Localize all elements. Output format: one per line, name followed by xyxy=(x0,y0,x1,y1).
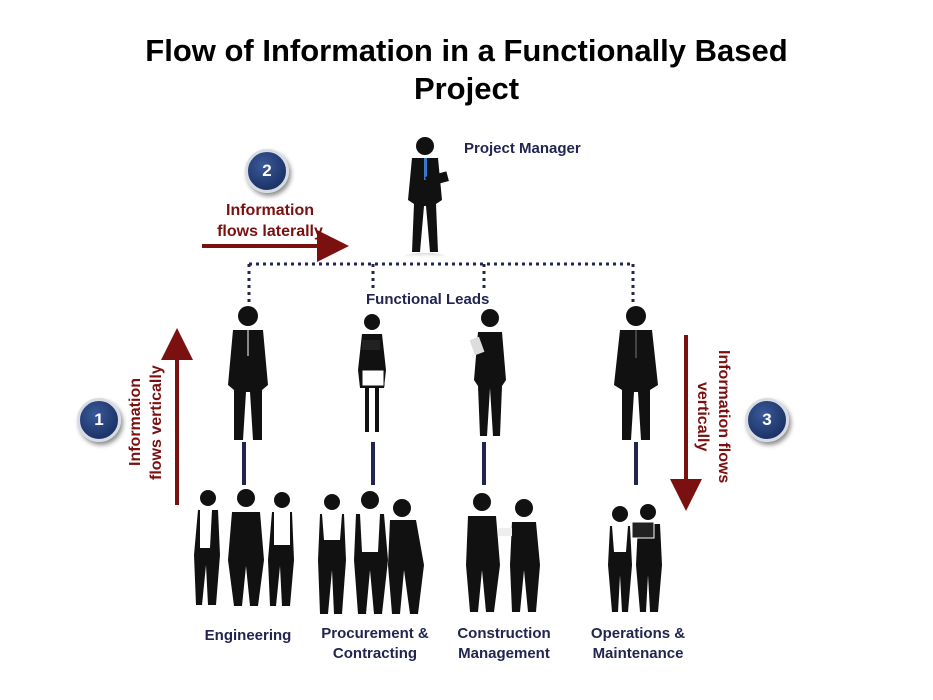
lead-construction-figure xyxy=(469,309,506,436)
team-operations-figures xyxy=(608,504,662,612)
solid-connectors xyxy=(242,442,638,485)
department-engineering-line-1: Engineering xyxy=(204,627,292,644)
team-engineering-figures xyxy=(194,489,294,606)
vertical-flow-right-line-1: Information flows xyxy=(715,350,732,484)
department-construction-line-1: Construction xyxy=(457,625,551,642)
department-operations-line-1: Operations & xyxy=(590,625,686,642)
step-badge-3: 3 xyxy=(745,398,789,442)
department-label-construction: Construction Management xyxy=(446,624,562,664)
project-manager-figure xyxy=(405,137,449,259)
team-construction-figures xyxy=(466,493,540,612)
lateral-flow-line-1: Information xyxy=(226,202,314,219)
functional-leads-label: Functional Leads xyxy=(366,291,490,308)
vertical-flow-label-right: Information flows vertically xyxy=(692,342,734,492)
vertical-flow-left-line-2: flows vertically xyxy=(148,365,165,480)
department-construction-line-2: Management xyxy=(458,645,550,662)
department-operations-line-2: Maintenance xyxy=(592,645,684,662)
department-procurement-line-2: Contracting xyxy=(332,645,418,662)
lead-engineering-figure xyxy=(228,306,268,440)
project-manager-label: Project Manager xyxy=(464,140,581,157)
lateral-flow-line-2: flows laterally xyxy=(217,223,323,240)
lead-procurement-figure xyxy=(358,314,386,432)
dotted-connectors xyxy=(247,262,635,302)
team-procurement-figures xyxy=(318,491,424,614)
department-label-operations: Operations & Maintenance xyxy=(580,624,696,664)
vertical-flow-label-left: Information flows vertically xyxy=(125,355,167,490)
vertical-flow-left-line-1: Information xyxy=(127,378,144,467)
title-line-2: Project xyxy=(413,71,520,106)
lateral-flow-label: Information flows laterally xyxy=(205,200,335,242)
department-label-procurement: Procurement & Contracting xyxy=(313,624,437,664)
diagram-title: Flow of Information in a Functionally Ba… xyxy=(0,32,933,108)
title-line-1: Flow of Information in a Functionally Ba… xyxy=(145,33,788,68)
vertical-flow-right-line-2: vertically xyxy=(694,382,711,452)
department-procurement-line-1: Procurement & xyxy=(321,625,429,642)
department-label-engineering: Engineering xyxy=(193,626,303,646)
step-badge-2: 2 xyxy=(245,149,289,193)
lead-operations-figure xyxy=(614,306,658,440)
step-badge-1: 1 xyxy=(77,398,121,442)
